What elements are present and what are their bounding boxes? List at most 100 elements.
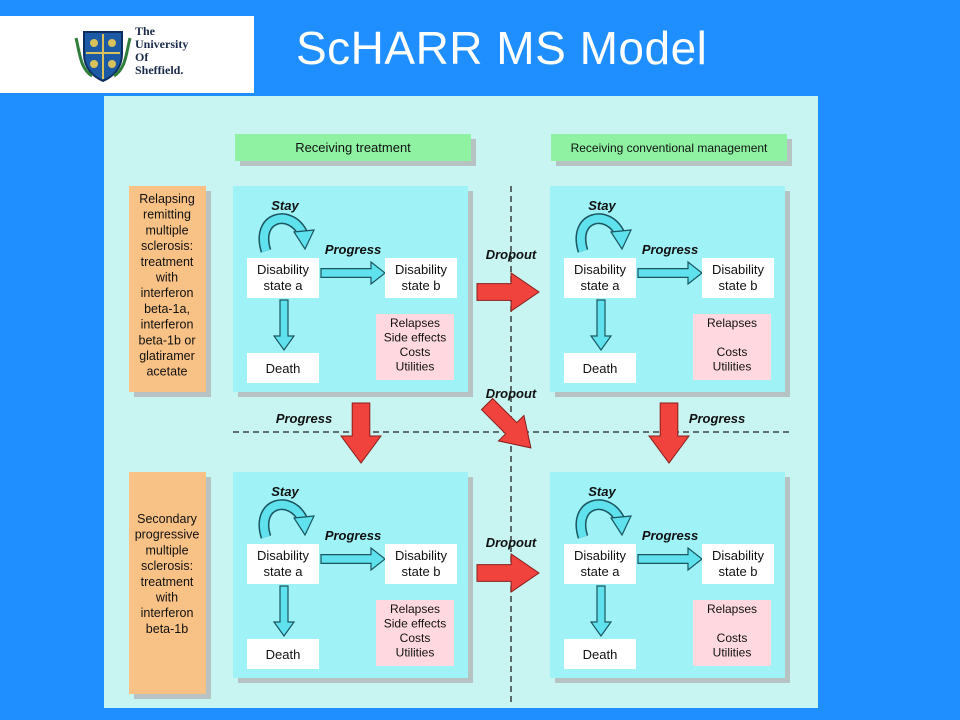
- progress-arrow-left: [340, 402, 382, 464]
- side-label-top-box-group: [129, 186, 211, 397]
- quadrant-top-right-stay-loop-arrow: [577, 214, 624, 253]
- quadrant-top-right-outcome-line: Relapses: [707, 316, 757, 330]
- dropout-label-bottom: Dropout: [486, 535, 537, 550]
- page-title: ScHARR MS Model: [296, 22, 708, 74]
- side-label-bottom-box-group: [129, 472, 211, 699]
- side-label-top-line: treatment: [141, 255, 194, 269]
- progress-label-right: Progress: [689, 411, 745, 426]
- quadrant-bottom-right-death-box: [564, 639, 636, 669]
- progress-label-left: Progress: [276, 411, 332, 426]
- quadrant-top-right-death-label: Death: [583, 361, 618, 376]
- side-label-top-line: Relapsing: [139, 192, 195, 206]
- quadrant-top-left-stay-loop-head: [292, 229, 315, 251]
- quadrant-bottom-left-death-label: Death: [266, 647, 301, 662]
- quadrant-bottom-right-state-a-line: state a: [580, 564, 620, 579]
- quadrant-top-left-state-a-line: Disability: [257, 262, 310, 277]
- quadrant-top-right-stay-label: Stay: [588, 198, 616, 213]
- shield-crest-icon: [74, 31, 132, 83]
- side-label-bottom-box: [129, 472, 206, 694]
- quadrant-bottom-left-state-a-line: Disability: [257, 548, 310, 563]
- quadrant-bottom-left-death-box: [247, 639, 319, 669]
- header-receiving-treatment-group: [235, 134, 476, 166]
- quadrant-top-left-progress-label: Progress: [325, 242, 381, 257]
- logo-line: Sheffield.: [135, 63, 184, 77]
- header-receiving-treatment: [235, 134, 471, 161]
- side-label-top-line: sclerosis:: [141, 239, 193, 253]
- quadrant-bottom-left-death-arrow: [272, 585, 296, 638]
- quadrant-bottom-left-outcome-line: Side effects: [384, 617, 446, 631]
- quadrant-top-right-outcomes-box: [693, 314, 771, 380]
- side-label-top-box: [129, 186, 206, 392]
- header-conventional-management-group: [551, 134, 792, 166]
- quadrant-top-right-stay-loop-head: [609, 229, 632, 251]
- quadrant-bottom-left-progress-arrow: [320, 546, 386, 572]
- header-conventional-management: [551, 134, 787, 161]
- logo-wordmark: The University Of Sheffield.: [135, 25, 245, 77]
- quadrant-top-right-state-a-line: state a: [580, 278, 620, 293]
- quadrant-top-left-outcome-line: Utilities: [396, 360, 435, 374]
- quadrant-top-left-death-label: Death: [266, 361, 301, 376]
- quadrant-bottom-right-state-a-box: [564, 544, 636, 584]
- side-label-top-line: interferon: [141, 318, 194, 332]
- side-label-bottom-line: sclerosis:: [141, 559, 193, 573]
- quadrant-bottom-left-stay-label: Stay: [271, 484, 299, 499]
- side-label-top-line: remitting: [143, 208, 191, 222]
- side-label-bottom-line: interferon: [141, 606, 194, 620]
- quadrant-top-left-state-b-line: state b: [401, 278, 440, 293]
- quadrant-top-right-state-a-box: [564, 258, 636, 298]
- quadrant-bottom-left-state-a-line: state a: [263, 564, 303, 579]
- quadrant-top-right-state-b-box: [702, 258, 774, 298]
- quadrant-top-left-state-a-box: [247, 258, 319, 298]
- side-label-top-line: acetate: [146, 365, 187, 379]
- quadrant-bottom-right-state-b-line: Disability: [712, 548, 765, 563]
- quadrant-bottom-right-stay-loop-head: [609, 515, 632, 537]
- side-label-top-line: multiple: [145, 223, 188, 237]
- quadrant-bottom-left-stay-loop-arrow: [260, 500, 307, 539]
- quadrant-top-left-stay-loop-arrow: [260, 214, 307, 253]
- quadrant-top-right-progress-arrow: [637, 260, 703, 286]
- quadrant-bottom-left-outcome-line: Costs: [400, 631, 431, 645]
- quadrant-bottom-left-outcome-line: Relapses: [390, 602, 440, 616]
- quadrant-top-left-state-b-line: Disability: [395, 262, 448, 277]
- quadrant-bottom-right-outcome-line: Costs: [717, 631, 748, 645]
- model-diagram: Receiving treatment Receiving conventiona…: [104, 96, 818, 708]
- quadrant-top-right-outcome-line: Costs: [717, 345, 748, 359]
- side-label-bottom-line: progressive: [135, 528, 200, 542]
- logo-line: University: [135, 37, 189, 51]
- header-receiving-treatment-label: Receiving treatment: [295, 140, 411, 155]
- header-conventional-management-label: Receiving conventional management: [571, 141, 768, 155]
- quadrant-bottom-left-state-b-box: [385, 544, 457, 584]
- quadrant-bottom-right-outcome-line: Relapses: [707, 602, 757, 616]
- logo-line: Of: [135, 50, 149, 64]
- quadrant-top-right-progress-label: Progress: [642, 242, 698, 257]
- quadrant-bottom-right-death-label: Death: [583, 647, 618, 662]
- university-logo: The University Of Sheffield.: [0, 16, 254, 93]
- quadrant-bottom-right-state-b-line: state b: [718, 564, 757, 579]
- side-label-bottom-line: with: [155, 591, 178, 605]
- quadrant-top-left-outcome-line: Costs: [400, 345, 431, 359]
- quadrant-top-left-outcome-line: Side effects: [384, 331, 446, 345]
- quadrant-bottom-left-outcomes-box: [376, 600, 454, 666]
- quadrant-bottom-right-state-b-box: [702, 544, 774, 584]
- quadrant-bottom-right-outcomes-box: [693, 600, 771, 666]
- quadrant-bottom-left-progress-label: Progress: [325, 528, 381, 543]
- side-label-top-line: interferon: [141, 286, 194, 300]
- quadrant-bottom-right-stay-loop-arrow: [577, 500, 624, 539]
- dropout-label-top: Dropout: [486, 247, 537, 262]
- quadrant-top-left-progress-arrow: [320, 260, 386, 286]
- quadrant-top-left-state-b-box: [385, 258, 457, 298]
- quadrant-bottom-right-stay-label: Stay: [588, 484, 616, 499]
- quadrant-top-left-outcome-line: Relapses: [390, 316, 440, 330]
- quadrant-top-left-stay-label: Stay: [271, 198, 299, 213]
- quadrant-top-right-outcome-line: Utilities: [713, 360, 752, 374]
- quadrant-bottom-left-state-a-box: [247, 544, 319, 584]
- quadrant-bottom-right-state-a-line: Disability: [574, 548, 627, 563]
- quadrant-bottom-right-outcome-line: Utilities: [713, 646, 752, 660]
- dropout-arrow-bottom: [476, 553, 540, 593]
- quadrant-top-right-death-arrow: [589, 299, 613, 352]
- dropout-label-middle: Dropout: [486, 386, 537, 401]
- quadrant-bottom-left-stay-loop-head: [292, 515, 315, 537]
- quadrant-bottom-left-state-b-line: Disability: [395, 548, 448, 563]
- quadrant-bottom-right-progress-label: Progress: [642, 528, 698, 543]
- quadrant-top-left-death-arrow: [272, 299, 296, 352]
